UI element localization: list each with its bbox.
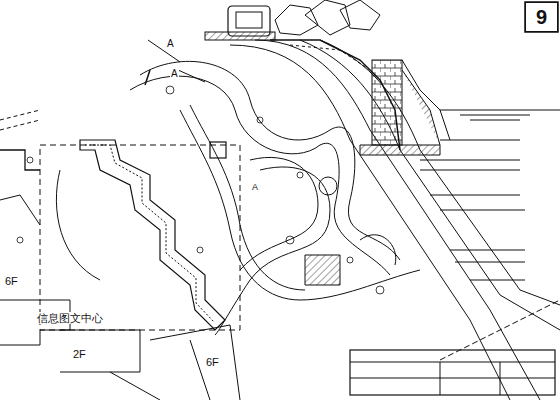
building-label: 信息图文中心 bbox=[36, 312, 104, 324]
section-mark: A bbox=[251, 183, 259, 193]
sheet-number: 9 bbox=[536, 6, 547, 29]
section-mark: A bbox=[166, 38, 175, 49]
section-mark: A bbox=[170, 68, 179, 79]
building-label: 2F bbox=[72, 348, 87, 360]
building-label: 6F bbox=[205, 356, 220, 368]
sheet-number-box: 9 bbox=[525, 2, 558, 32]
building-label: 6F bbox=[4, 275, 19, 287]
